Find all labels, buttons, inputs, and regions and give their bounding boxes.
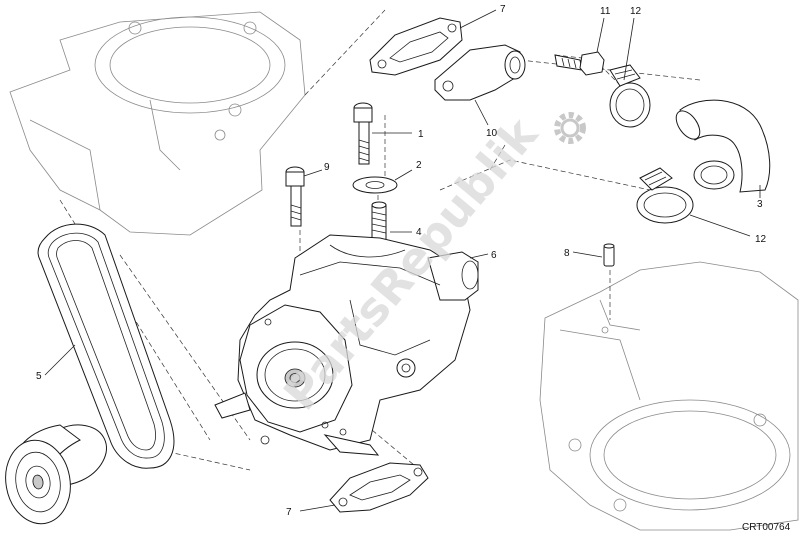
callout-10: 10 xyxy=(486,128,498,139)
hose-elbow xyxy=(675,99,771,193)
hose-clamp-bottom xyxy=(636,167,694,224)
callout-12-bottom: 12 xyxy=(755,234,767,245)
cylinder-ghost-bottom-right xyxy=(539,261,799,531)
washer-2 xyxy=(352,176,398,194)
callout-7-top: 7 xyxy=(500,4,506,15)
gasket-bottom xyxy=(329,462,429,513)
pipe-fitting xyxy=(434,44,526,101)
hose-clamp-top xyxy=(609,64,651,128)
callout-12-top: 12 xyxy=(630,6,642,17)
diagram-code: CRT00764 xyxy=(742,522,791,533)
callout-1: 1 xyxy=(418,129,424,140)
cylinder-ghost-top-left xyxy=(9,11,306,236)
water-pump-assembly xyxy=(214,234,479,456)
stud-4 xyxy=(371,201,387,241)
callout-8: 8 xyxy=(564,248,570,259)
bolt-1 xyxy=(353,102,373,165)
bolt-9 xyxy=(285,166,305,227)
gasket-top xyxy=(369,17,463,76)
callout-11: 11 xyxy=(600,6,611,17)
callout-2: 2 xyxy=(416,160,422,171)
callout-4: 4 xyxy=(416,227,422,238)
leader-lines xyxy=(44,9,761,512)
callout-9: 9 xyxy=(324,162,330,173)
gear-icon xyxy=(554,112,586,144)
callout-6: 6 xyxy=(491,250,497,261)
callout-labels: 1 2 3 4 5 6 7 7 8 9 10 11 12 12 xyxy=(36,4,767,518)
callout-7-bottom: 7 xyxy=(286,507,292,518)
drive-belt xyxy=(37,223,175,469)
pin-8 xyxy=(603,243,615,267)
pulley xyxy=(5,424,107,525)
callout-5: 5 xyxy=(36,371,42,382)
callout-3: 3 xyxy=(757,199,763,210)
screw-11 xyxy=(554,51,605,76)
